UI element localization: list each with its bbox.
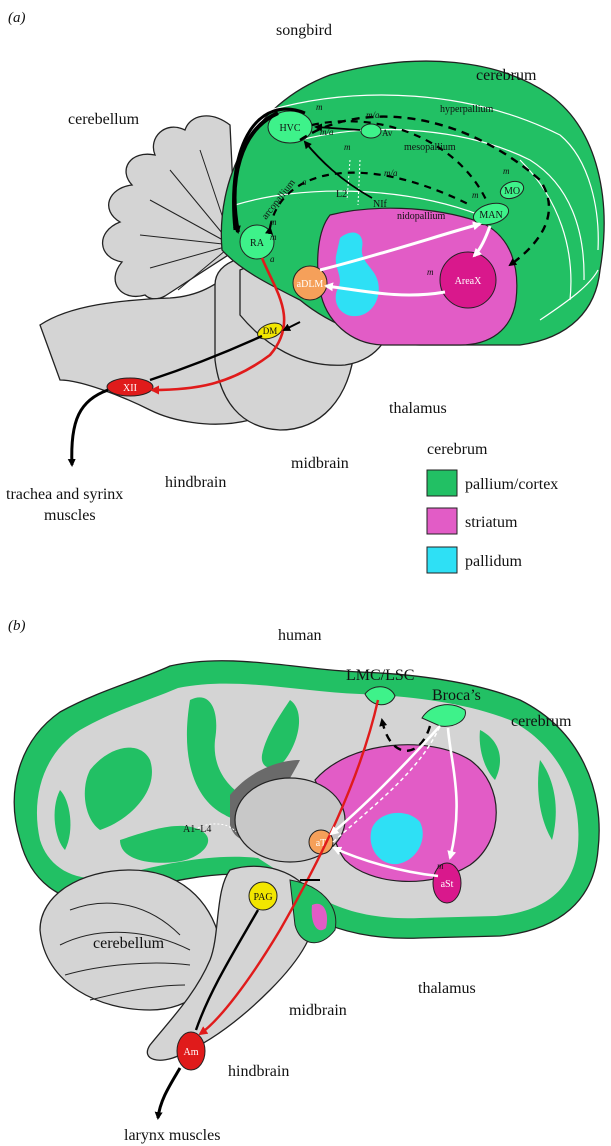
areax-label: AreaX [455, 276, 482, 287]
adlm-label: aDLM [297, 279, 324, 290]
songbird-hindbrain-label: hindbrain [165, 474, 226, 491]
legend-title: cerebrum [427, 441, 488, 458]
legend-swatch-pallium [427, 470, 457, 496]
mark-m: m [270, 217, 277, 227]
hyperpallium-label: hyperpallium [440, 104, 494, 115]
songbird-output-line2: muscles [44, 507, 96, 524]
mark-a: a [302, 177, 307, 187]
mark-m: m [270, 232, 277, 242]
songbird-thalamus-label: thalamus [389, 400, 447, 417]
mark-ma: m/a [366, 110, 380, 120]
mark-ma: m/a [384, 168, 398, 178]
legend: cerebrum pallium/cortex striatum pallidu… [427, 441, 558, 573]
panel-b-title: human [278, 627, 322, 644]
nidopallium-label: nidopallium [397, 211, 446, 222]
mesopallium-label: mesopallium [404, 142, 456, 153]
songbird-cerebrum-label: cerebrum [476, 67, 537, 84]
human-midbrain-label: midbrain [289, 1002, 347, 1019]
mark-m: m [472, 190, 479, 200]
songbird-midbrain-label: midbrain [291, 455, 349, 472]
legend-swatch-pallidum [427, 547, 457, 573]
nlf-label: NIf [373, 199, 388, 210]
lmc-label: LMC/LSC [346, 667, 414, 684]
am-label: Am [184, 1047, 199, 1058]
legend-label-striatum: striatum [465, 514, 518, 531]
panel-a-label: (a) [8, 10, 26, 26]
legend-label-pallium: pallium/cortex [465, 476, 558, 493]
mark-m: m [344, 142, 351, 152]
ra-label: RA [250, 238, 265, 249]
mark-ma: m/a [320, 127, 334, 137]
mo-label: MO [504, 186, 520, 197]
mark-m: m [316, 102, 323, 112]
mark-m: m [503, 166, 510, 176]
legend-swatch-striatum [427, 508, 457, 534]
ast-label: aSt [441, 879, 454, 890]
human-cerebellum-label: cerebellum [93, 935, 165, 952]
man-label: MAN [479, 210, 502, 221]
human-cerebrum-label: cerebrum [511, 713, 572, 730]
human-thalamus-label: thalamus [418, 980, 476, 997]
human-output-label: larynx muscles [124, 1127, 220, 1144]
panel-b-human: (b) human v [8, 618, 599, 1144]
songbird-cerebellum [103, 116, 236, 299]
xii-label: XII [123, 383, 137, 394]
pag-label: PAG [253, 892, 272, 903]
panel-a-title: songbird [276, 22, 332, 39]
av-label: Av [382, 128, 393, 138]
songbird-cerebellum-label: cerebellum [68, 111, 140, 128]
songbird-output-line1: trachea and syrinx [6, 486, 123, 503]
dm-label: DM [263, 326, 278, 336]
l2-label: L2 [336, 189, 347, 200]
human-hindbrain-label: hindbrain [228, 1063, 289, 1080]
panel-b-label: (b) [8, 618, 26, 634]
hvc-label: HVC [279, 123, 300, 134]
human-mark-m: m [437, 861, 444, 871]
broca-label: Broca’s [432, 687, 481, 704]
legend-label-pallidum: pallidum [465, 553, 522, 570]
nucleus-av [361, 124, 381, 138]
a1l4-label: A1–L4 [183, 824, 211, 835]
panel-a-songbird: (a) songbird HVC Av [6, 10, 604, 573]
mark-m: m [427, 267, 434, 277]
mark-a: a [270, 254, 275, 264]
